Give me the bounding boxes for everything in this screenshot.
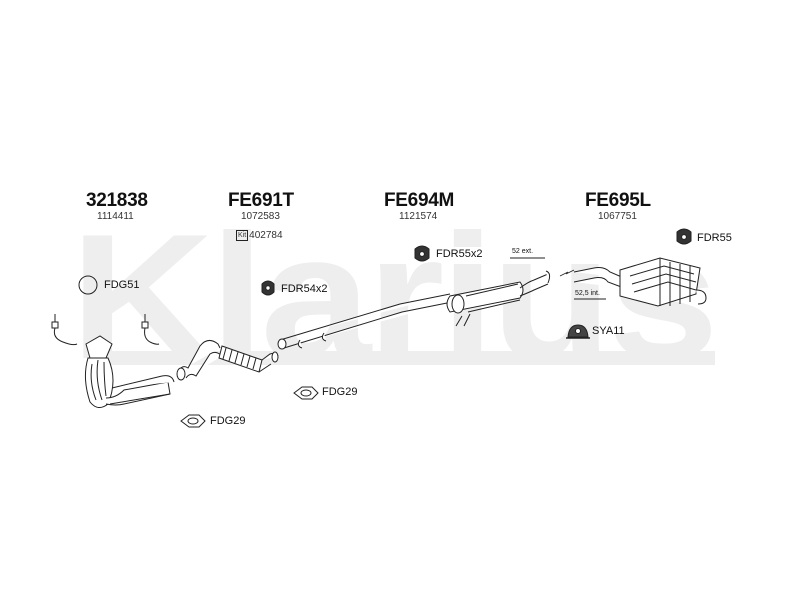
fdr55-rubber-icon — [676, 228, 692, 245]
sya11-clamp-icon — [566, 324, 590, 339]
fdr54-rubber-icon — [261, 280, 275, 296]
kit-number: 402784 — [249, 230, 283, 241]
front-pipe-drawing — [176, 340, 279, 381]
rear-silencer-oem-number: 1067751 — [598, 211, 637, 222]
int-fit-annotation: 52,5 int. — [575, 290, 600, 297]
fdg29-label-upper: FDG29 — [322, 386, 358, 398]
fdg29-gasket-icon-upper — [293, 386, 319, 400]
lambda-sensor-left-icon — [51, 314, 78, 346]
fdg51-gasket-icon — [78, 275, 98, 295]
cat-oem-number: 1114411 — [97, 211, 134, 222]
lambda-sensor-right-icon — [141, 314, 160, 345]
front-pipe-part-code: FE691T — [228, 190, 294, 211]
fdr55x2-rubber-icon — [414, 245, 430, 262]
rear-silencer-drawing — [559, 257, 707, 307]
kit-badge: Kit — [236, 230, 249, 241]
fdr55-label: FDR55 — [697, 232, 732, 244]
middle-section-part-code: FE694M — [384, 190, 455, 211]
fdr54x2-label: FDR54x2 — [281, 283, 328, 295]
middle-section-oem-number: 1121574 — [399, 211, 438, 222]
cat-part-code: 321838 — [86, 190, 148, 211]
fdr55x2-label: FDR55x2 — [436, 248, 483, 260]
sya11-label: SYA11 — [592, 325, 625, 337]
fdg29-label-lower: FDG29 — [210, 415, 246, 427]
middle-section-drawing — [277, 270, 551, 350]
front-pipe-oem-number: 1072583 — [241, 211, 280, 222]
rear-silencer-part-code: FE695L — [585, 190, 651, 211]
fdg51-label: FDG51 — [104, 279, 140, 291]
catalytic-converter-drawing — [84, 335, 175, 408]
fdg29-gasket-icon-lower — [180, 414, 206, 428]
ext-fit-annotation: 52 ext. — [512, 248, 534, 255]
